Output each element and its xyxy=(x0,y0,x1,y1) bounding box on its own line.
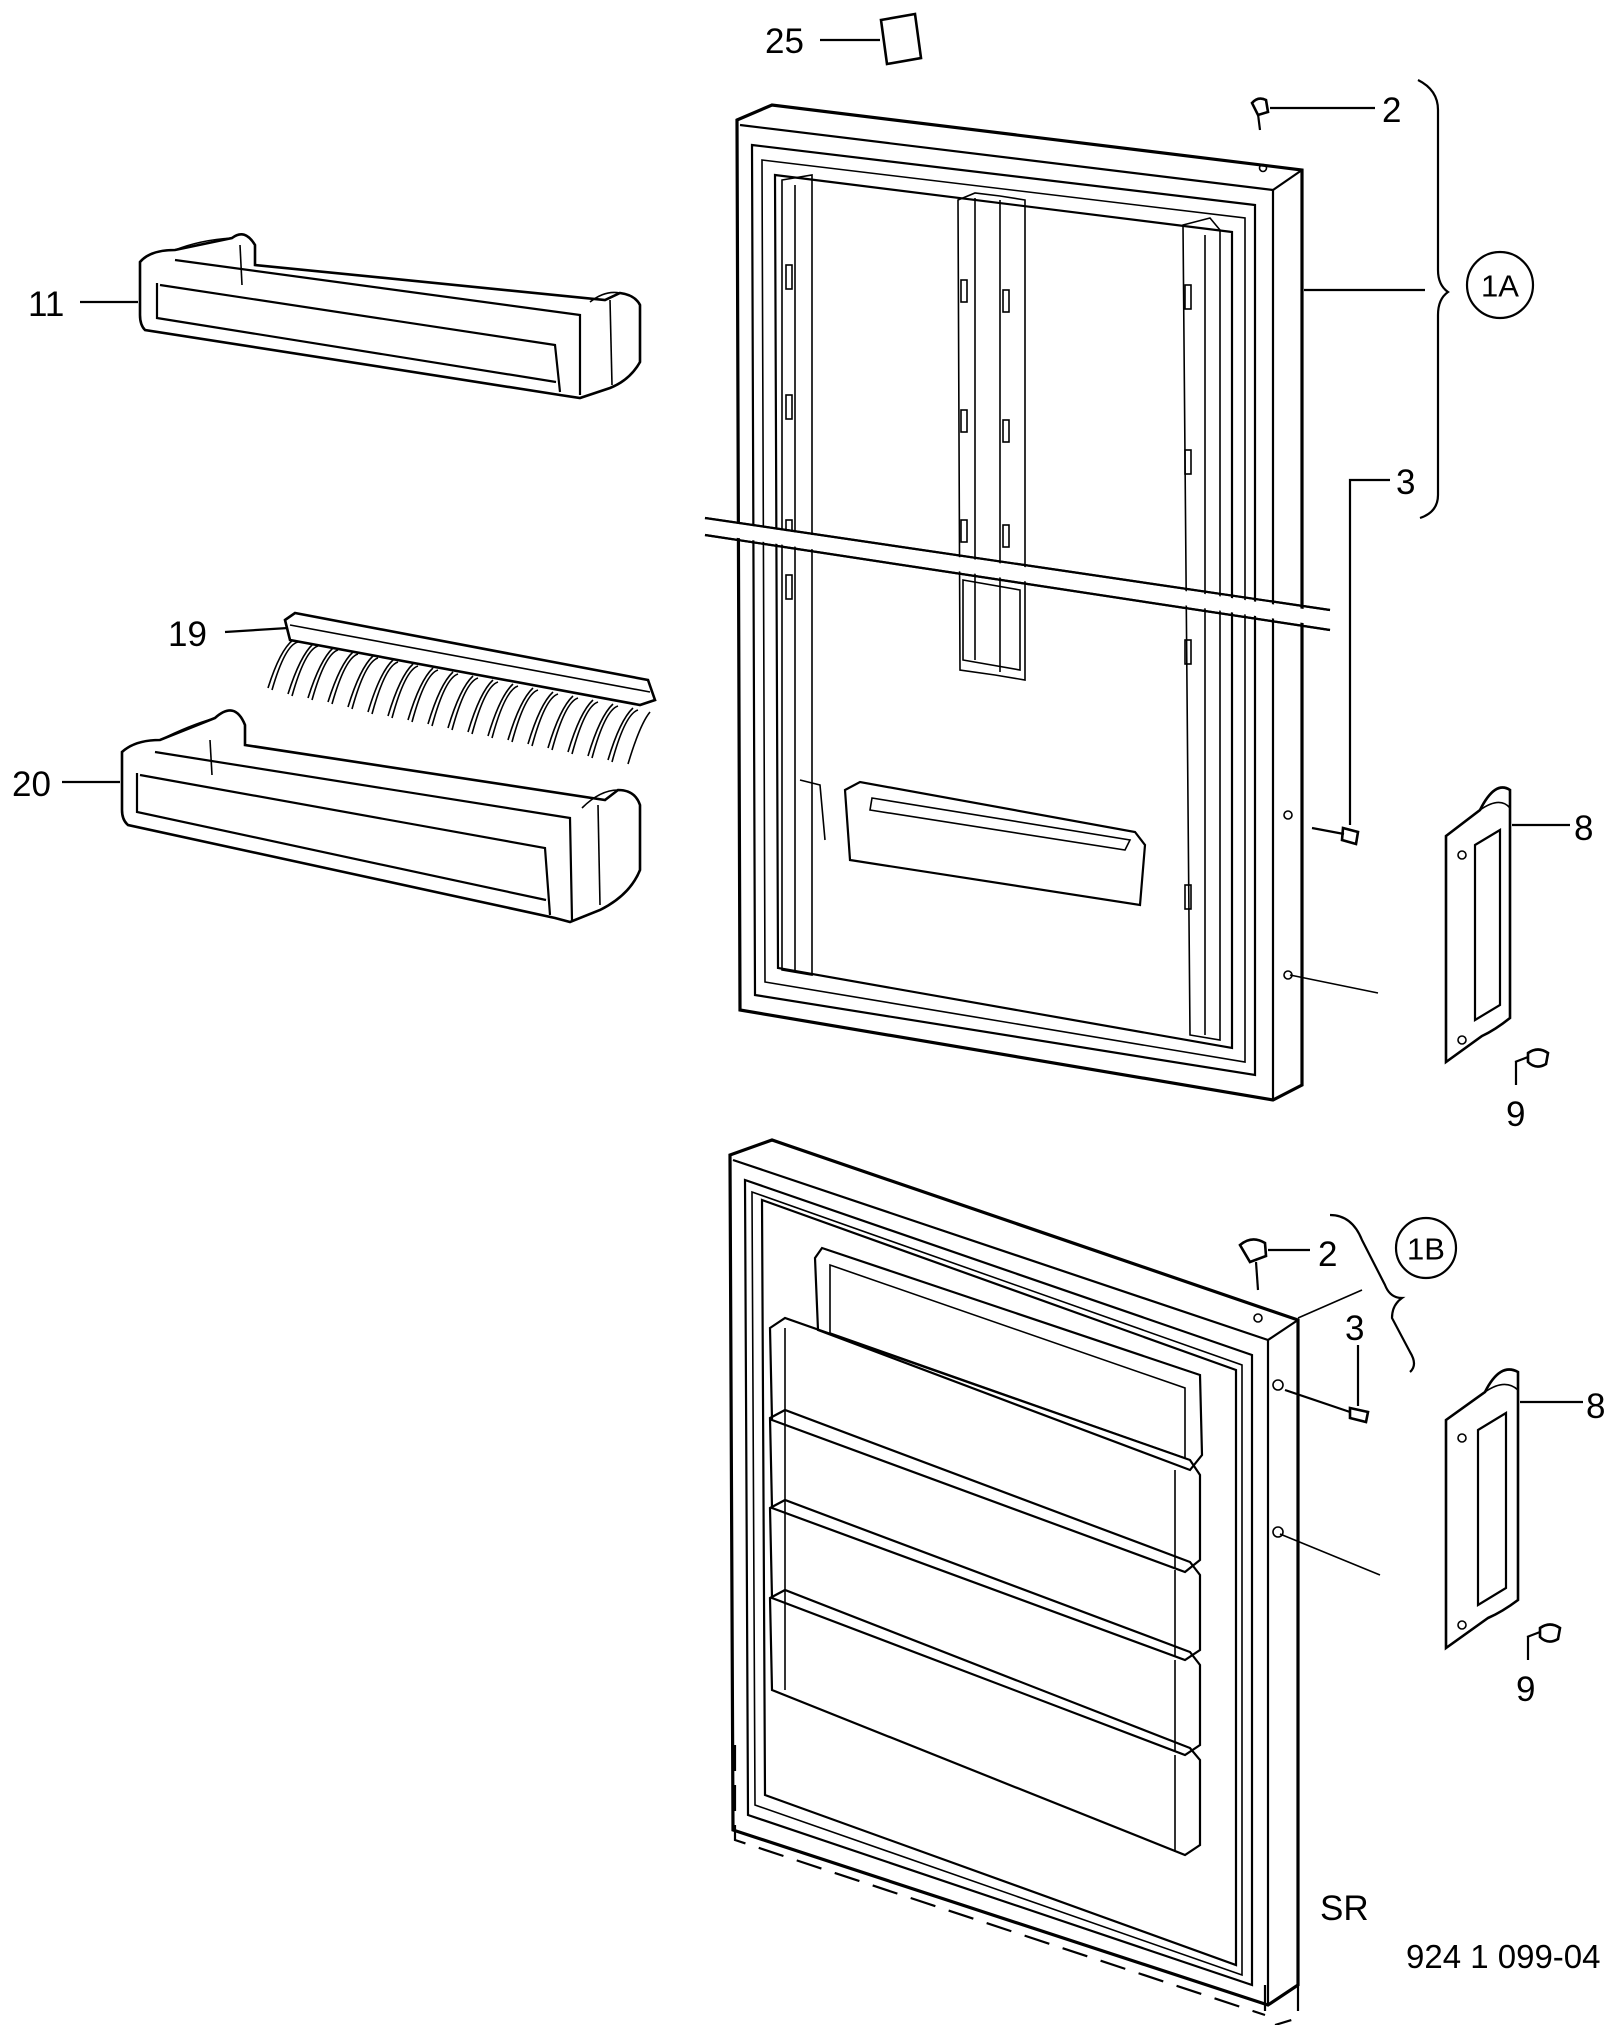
hinge-icon[interactable] xyxy=(1444,1368,1520,1651)
hinge-icon[interactable] xyxy=(1444,786,1512,1065)
label-9-bottom: 9 xyxy=(1516,1670,1535,1709)
brace-1b xyxy=(1329,1213,1416,1373)
brace-1a xyxy=(1417,79,1450,520)
screw-icon[interactable] xyxy=(1284,1388,1370,1424)
door-shelf-icon[interactable] xyxy=(120,709,642,924)
label-9-top: 9 xyxy=(1506,1095,1525,1134)
callout-circle-1a xyxy=(1465,250,1535,320)
door-panel-icon[interactable] xyxy=(728,1138,1300,2007)
screw-icon[interactable] xyxy=(1526,1623,1562,1643)
label-25: 25 xyxy=(765,22,804,61)
screw-icon[interactable] xyxy=(1514,1048,1550,1068)
label-3-top: 3 xyxy=(1396,463,1415,502)
label-8-bottom: 8 xyxy=(1586,1387,1605,1426)
door-shelf-icon[interactable] xyxy=(138,233,642,400)
phantom-outline xyxy=(733,1745,1300,2025)
label-20: 20 xyxy=(12,765,51,804)
label-3-bottom: 3 xyxy=(1345,1309,1364,1348)
label-2-bottom: 2 xyxy=(1318,1235,1337,1274)
label-1b: 1B xyxy=(1407,1232,1445,1267)
part-25-cap[interactable] xyxy=(820,12,923,66)
drawing-number: 924 1 099-04 xyxy=(1406,1938,1601,1975)
screw-icon[interactable] xyxy=(1250,97,1270,131)
label-1a: 1A xyxy=(1481,269,1519,304)
label-11: 11 xyxy=(28,285,64,324)
label-19: 19 xyxy=(168,615,207,654)
upper-door-panel[interactable] xyxy=(703,103,1332,1102)
callout-circle-1b xyxy=(1394,1216,1458,1280)
label-2-top: 2 xyxy=(1382,91,1401,130)
label-8-top: 8 xyxy=(1574,809,1593,848)
screw-icon[interactable] xyxy=(1311,826,1360,846)
label-sr: SR xyxy=(1320,1889,1369,1928)
bottle-rack[interactable] xyxy=(267,611,657,765)
screw-icon[interactable] xyxy=(1238,1238,1268,1291)
